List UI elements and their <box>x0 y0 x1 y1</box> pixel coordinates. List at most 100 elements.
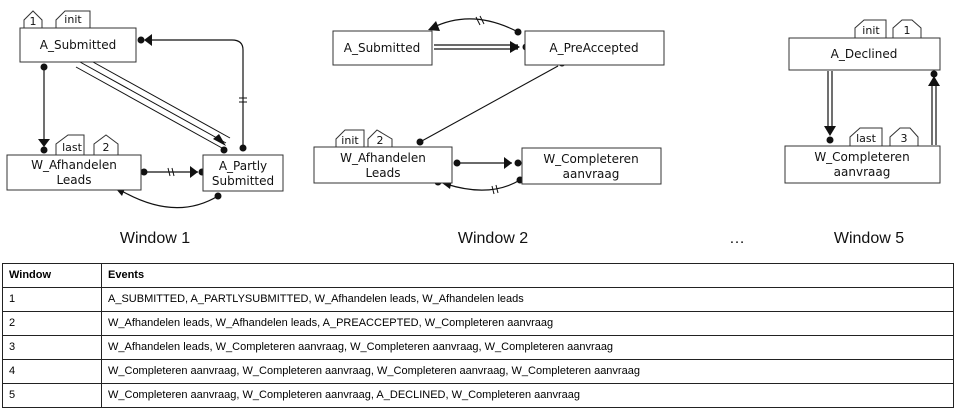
node-tab-label: 3 <box>901 132 908 145</box>
node-tab <box>93 134 119 155</box>
edge <box>419 65 559 143</box>
node-label: aanvraag <box>563 167 620 181</box>
edge <box>445 179 521 191</box>
cell-window: 4 <box>2 359 102 384</box>
node-tab <box>889 127 919 146</box>
node-tab <box>55 10 91 28</box>
node-label: A_Submitted <box>40 38 116 52</box>
node-tab <box>854 19 887 38</box>
edge-end-dot <box>826 136 834 144</box>
edge-end-marker <box>824 126 836 136</box>
window-5-diagram: init 1 A_Declined last 3 W_Completeren a… <box>784 19 941 247</box>
edge <box>827 71 833 128</box>
edge-end-dot <box>220 146 228 154</box>
node-tab-label: last <box>62 141 83 154</box>
cell-events: W_Afhandelen leads, W_Afhandelen leads, … <box>101 311 954 336</box>
cell-events: W_Completeren aanvraag, W_Completeren aa… <box>101 359 954 384</box>
window-caption: Window 1 <box>120 230 190 247</box>
node-a-submitted[interactable]: A_Submitted <box>332 30 433 66</box>
cell-window: 2 <box>2 311 102 336</box>
node-tab-label: 2 <box>103 141 110 154</box>
window-events-table: Window Events 1 A_SUBMITTED, A_PARTLYSUB… <box>2 263 954 408</box>
edge-start-dot <box>416 138 424 146</box>
node-box <box>313 146 453 184</box>
node-tab-label: init <box>341 134 359 147</box>
edge-tick <box>491 184 499 195</box>
node-a-declined[interactable]: init 1 A_Declined <box>788 19 941 71</box>
node-label: W_Completeren <box>814 150 909 164</box>
edge-end-marker <box>213 134 226 146</box>
node-label: A_Submitted <box>344 41 420 55</box>
edge-end-marker <box>928 76 940 86</box>
node-label: W_Completeren <box>543 152 638 166</box>
edge-end-dot <box>40 146 48 154</box>
cell-window: 1 <box>2 287 102 312</box>
table-row: 2 W_Afhandelen leads, W_Afhandelen leads… <box>2 311 954 336</box>
node-box <box>524 30 665 66</box>
node-tab-label: 1 <box>30 15 37 28</box>
node-label: Leads <box>56 173 91 187</box>
cell-window: 3 <box>2 335 102 360</box>
node-tab <box>23 10 43 28</box>
edge-start-dot <box>453 159 461 167</box>
edge-tick <box>475 15 485 26</box>
edge <box>152 39 244 148</box>
window-2-diagram: A_Submitted A_PreAccepted init 2 W_Afhan… <box>313 15 665 247</box>
edge-end-marker <box>428 21 440 31</box>
edge-end-marker <box>510 41 520 53</box>
table-row: 5 W_Completeren aanvraag, W_Completeren … <box>2 383 954 408</box>
edge-end-marker <box>504 157 512 169</box>
table-row: 4 W_Completeren aanvraag, W_Completeren … <box>2 359 954 384</box>
node-box <box>19 27 137 63</box>
node-label: W_Afhandelen <box>340 151 426 165</box>
cell-events: W_Afhandelen leads, W_Completeren aanvra… <box>101 335 954 360</box>
node-label: W_Afhandelen <box>31 158 117 172</box>
cell-window: 5 <box>2 383 102 408</box>
window-1-diagram: 1 init A_Submitted last 2 W_Afhandelen L… <box>6 10 284 247</box>
cell-events: A_SUBMITTED, A_PARTLYSUBMITTED, W_Afhand… <box>101 287 954 312</box>
window-caption: Window 5 <box>834 230 904 247</box>
node-tab-label: init <box>64 13 82 26</box>
node-box <box>6 154 142 191</box>
edge-tick <box>239 97 247 103</box>
node-tab <box>892 19 922 38</box>
window-caption: Window 2 <box>458 230 528 247</box>
node-tab <box>367 129 393 147</box>
node-w-completeren-aanvraag[interactable]: last 3 W_Completeren aanvraag <box>784 127 941 184</box>
node-tab-label: 2 <box>377 134 384 147</box>
node-w-afhandelen-leads[interactable]: last 2 W_Afhandelen Leads <box>6 134 142 191</box>
node-box <box>784 145 941 184</box>
node-a-preaccepted[interactable]: A_PreAccepted <box>524 30 665 66</box>
edge-end-dot <box>930 70 938 78</box>
edge-end-marker <box>144 34 152 46</box>
node-a-submitted[interactable]: 1 init A_Submitted <box>19 10 137 63</box>
node-a-partly-submitted[interactable]: A_Partly Submitted <box>202 154 284 192</box>
node-w-afhandelen-leads[interactable]: init 2 W_Afhandelen Leads <box>313 129 453 184</box>
node-box <box>332 30 433 66</box>
edge-end-marker <box>190 166 198 178</box>
node-label: aanvraag <box>834 165 891 179</box>
edge <box>931 84 937 145</box>
edge-start-dot <box>40 63 48 71</box>
process-diagram: 1 init A_Submitted last 2 W_Afhandelen L… <box>6 10 941 247</box>
node-tab-label: init <box>862 24 880 37</box>
node-label: Submitted <box>212 174 274 188</box>
table-header-row: Window Events <box>2 263 954 288</box>
edge-start-dot <box>140 168 148 176</box>
column-header-window: Window <box>2 263 102 288</box>
column-header-events: Events <box>101 263 954 288</box>
node-tab <box>849 127 883 146</box>
edge-end-marker <box>38 139 50 147</box>
edge <box>434 44 518 50</box>
node-tab-label: last <box>856 132 877 145</box>
edge-tick <box>167 167 175 177</box>
edge-end-dot <box>137 36 145 44</box>
node-w-completeren-aanvraag[interactable]: W_Completeren aanvraag <box>521 147 662 185</box>
node-box <box>521 147 662 185</box>
edge-start-dot <box>514 28 522 36</box>
node-label: Leads <box>365 166 400 180</box>
edge <box>119 189 219 209</box>
ellipsis: … <box>729 230 745 247</box>
edge-end-dot <box>514 159 522 167</box>
node-tab <box>335 129 365 147</box>
